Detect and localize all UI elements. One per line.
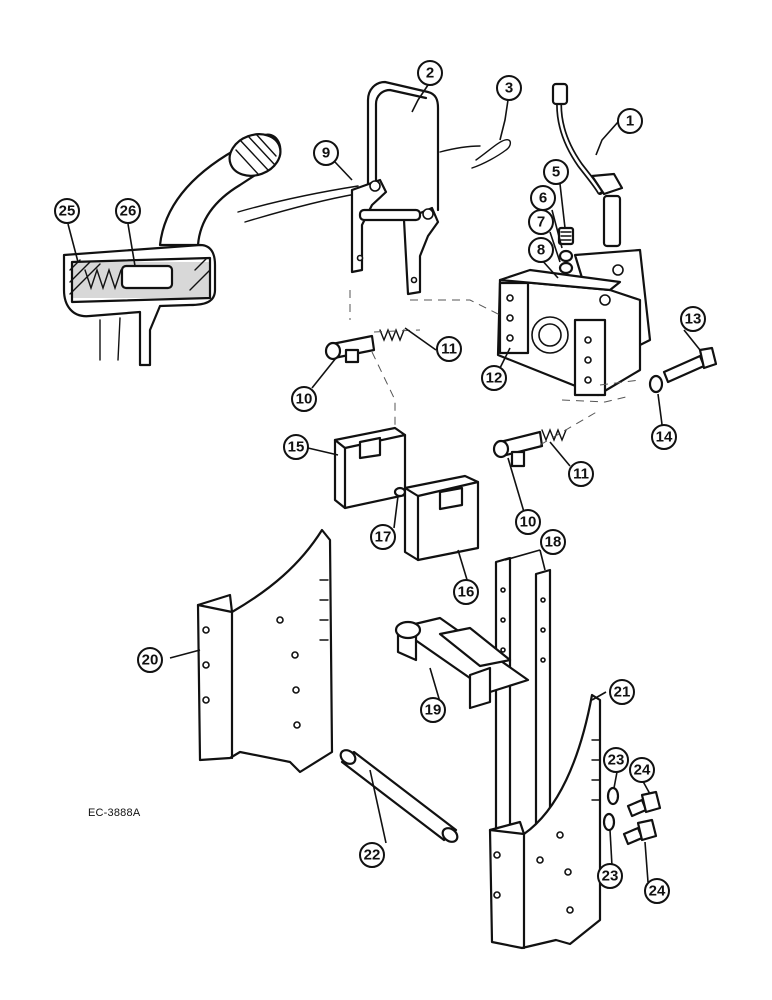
callout-22: 22 (359, 842, 385, 868)
svg-text:24: 24 (649, 883, 666, 900)
cross-bracket (394, 616, 530, 710)
svg-text:15: 15 (288, 439, 305, 456)
left-side-plate (196, 528, 334, 774)
callout-24a: 24 (629, 757, 655, 783)
callout-23a: 23 (603, 747, 629, 773)
callout-13: 13 (680, 306, 706, 332)
spring-clip (439, 138, 512, 169)
svg-text:11: 11 (441, 341, 457, 358)
callout-7: 7 (528, 209, 554, 235)
pin (393, 486, 407, 498)
svg-text:9: 9 (322, 145, 330, 162)
callout-23b: 23 (597, 863, 623, 889)
leader-lines (67, 84, 701, 883)
svg-text:1: 1 (626, 113, 634, 130)
callout-16: 16 (453, 579, 479, 605)
callout-19: 19 (420, 697, 446, 723)
svg-text:23: 23 (608, 752, 625, 769)
callout-25: 25 (54, 198, 80, 224)
lower-plunger (492, 428, 567, 468)
svg-text:23: 23 (602, 868, 619, 885)
callout-1: 1 (617, 108, 643, 134)
svg-text:14: 14 (656, 429, 673, 446)
svg-text:25: 25 (59, 203, 76, 220)
lever-detail-inset (62, 133, 282, 367)
callout-14: 14 (651, 424, 677, 450)
svg-text:17: 17 (375, 529, 392, 546)
svg-text:10: 10 (520, 514, 537, 531)
callout-5: 5 (543, 159, 569, 185)
callout-12: 12 (481, 365, 507, 391)
upper-plunger (324, 328, 405, 364)
callout-10a: 10 (291, 386, 317, 412)
callout-9: 9 (313, 140, 339, 166)
callout-24b: 24 (644, 878, 670, 904)
svg-text:5: 5 (552, 164, 560, 181)
svg-text:20: 20 (142, 652, 159, 669)
right-side-plate (488, 693, 602, 950)
right-pad (403, 474, 480, 562)
svg-text:11: 11 (573, 466, 589, 483)
svg-text:13: 13 (685, 311, 702, 328)
callout-18: 18 (540, 529, 566, 555)
svg-text:12: 12 (486, 370, 503, 387)
callout-26: 26 (115, 198, 141, 224)
callout-11a: 11 (436, 336, 462, 362)
callout-10b: 10 (515, 509, 541, 535)
callout-6: 6 (530, 185, 556, 211)
svg-text:6: 6 (539, 190, 547, 207)
svg-text:7: 7 (537, 214, 545, 231)
svg-text:18: 18 (545, 534, 562, 551)
left-pad (333, 426, 407, 510)
callout-8: 8 (528, 237, 554, 263)
svg-text:10: 10 (296, 391, 313, 408)
svg-text:8: 8 (537, 242, 545, 259)
svg-text:2: 2 (426, 65, 434, 82)
svg-text:21: 21 (614, 684, 631, 701)
drawing-reference-code: EC-3888A (88, 807, 141, 819)
svg-text:26: 26 (120, 203, 137, 220)
svg-text:19: 19 (425, 702, 442, 719)
selector-linkage (350, 80, 440, 296)
callout-20: 20 (137, 647, 163, 673)
callout-11b: 11 (568, 461, 594, 487)
cross-tube (339, 749, 459, 843)
callout-21: 21 (609, 679, 635, 705)
callout-3: 3 (496, 75, 522, 101)
selector-housing (496, 248, 652, 397)
svg-text:24: 24 (634, 762, 651, 779)
callout-2: 2 (417, 60, 443, 86)
callout-17: 17 (370, 524, 396, 550)
callout-15: 15 (283, 434, 309, 460)
housing-bolt (648, 346, 718, 394)
plate-fasteners (602, 786, 662, 846)
svg-text:3: 3 (505, 80, 513, 97)
svg-text:16: 16 (458, 584, 475, 601)
control-cable (551, 82, 624, 248)
svg-text:22: 22 (364, 847, 381, 864)
